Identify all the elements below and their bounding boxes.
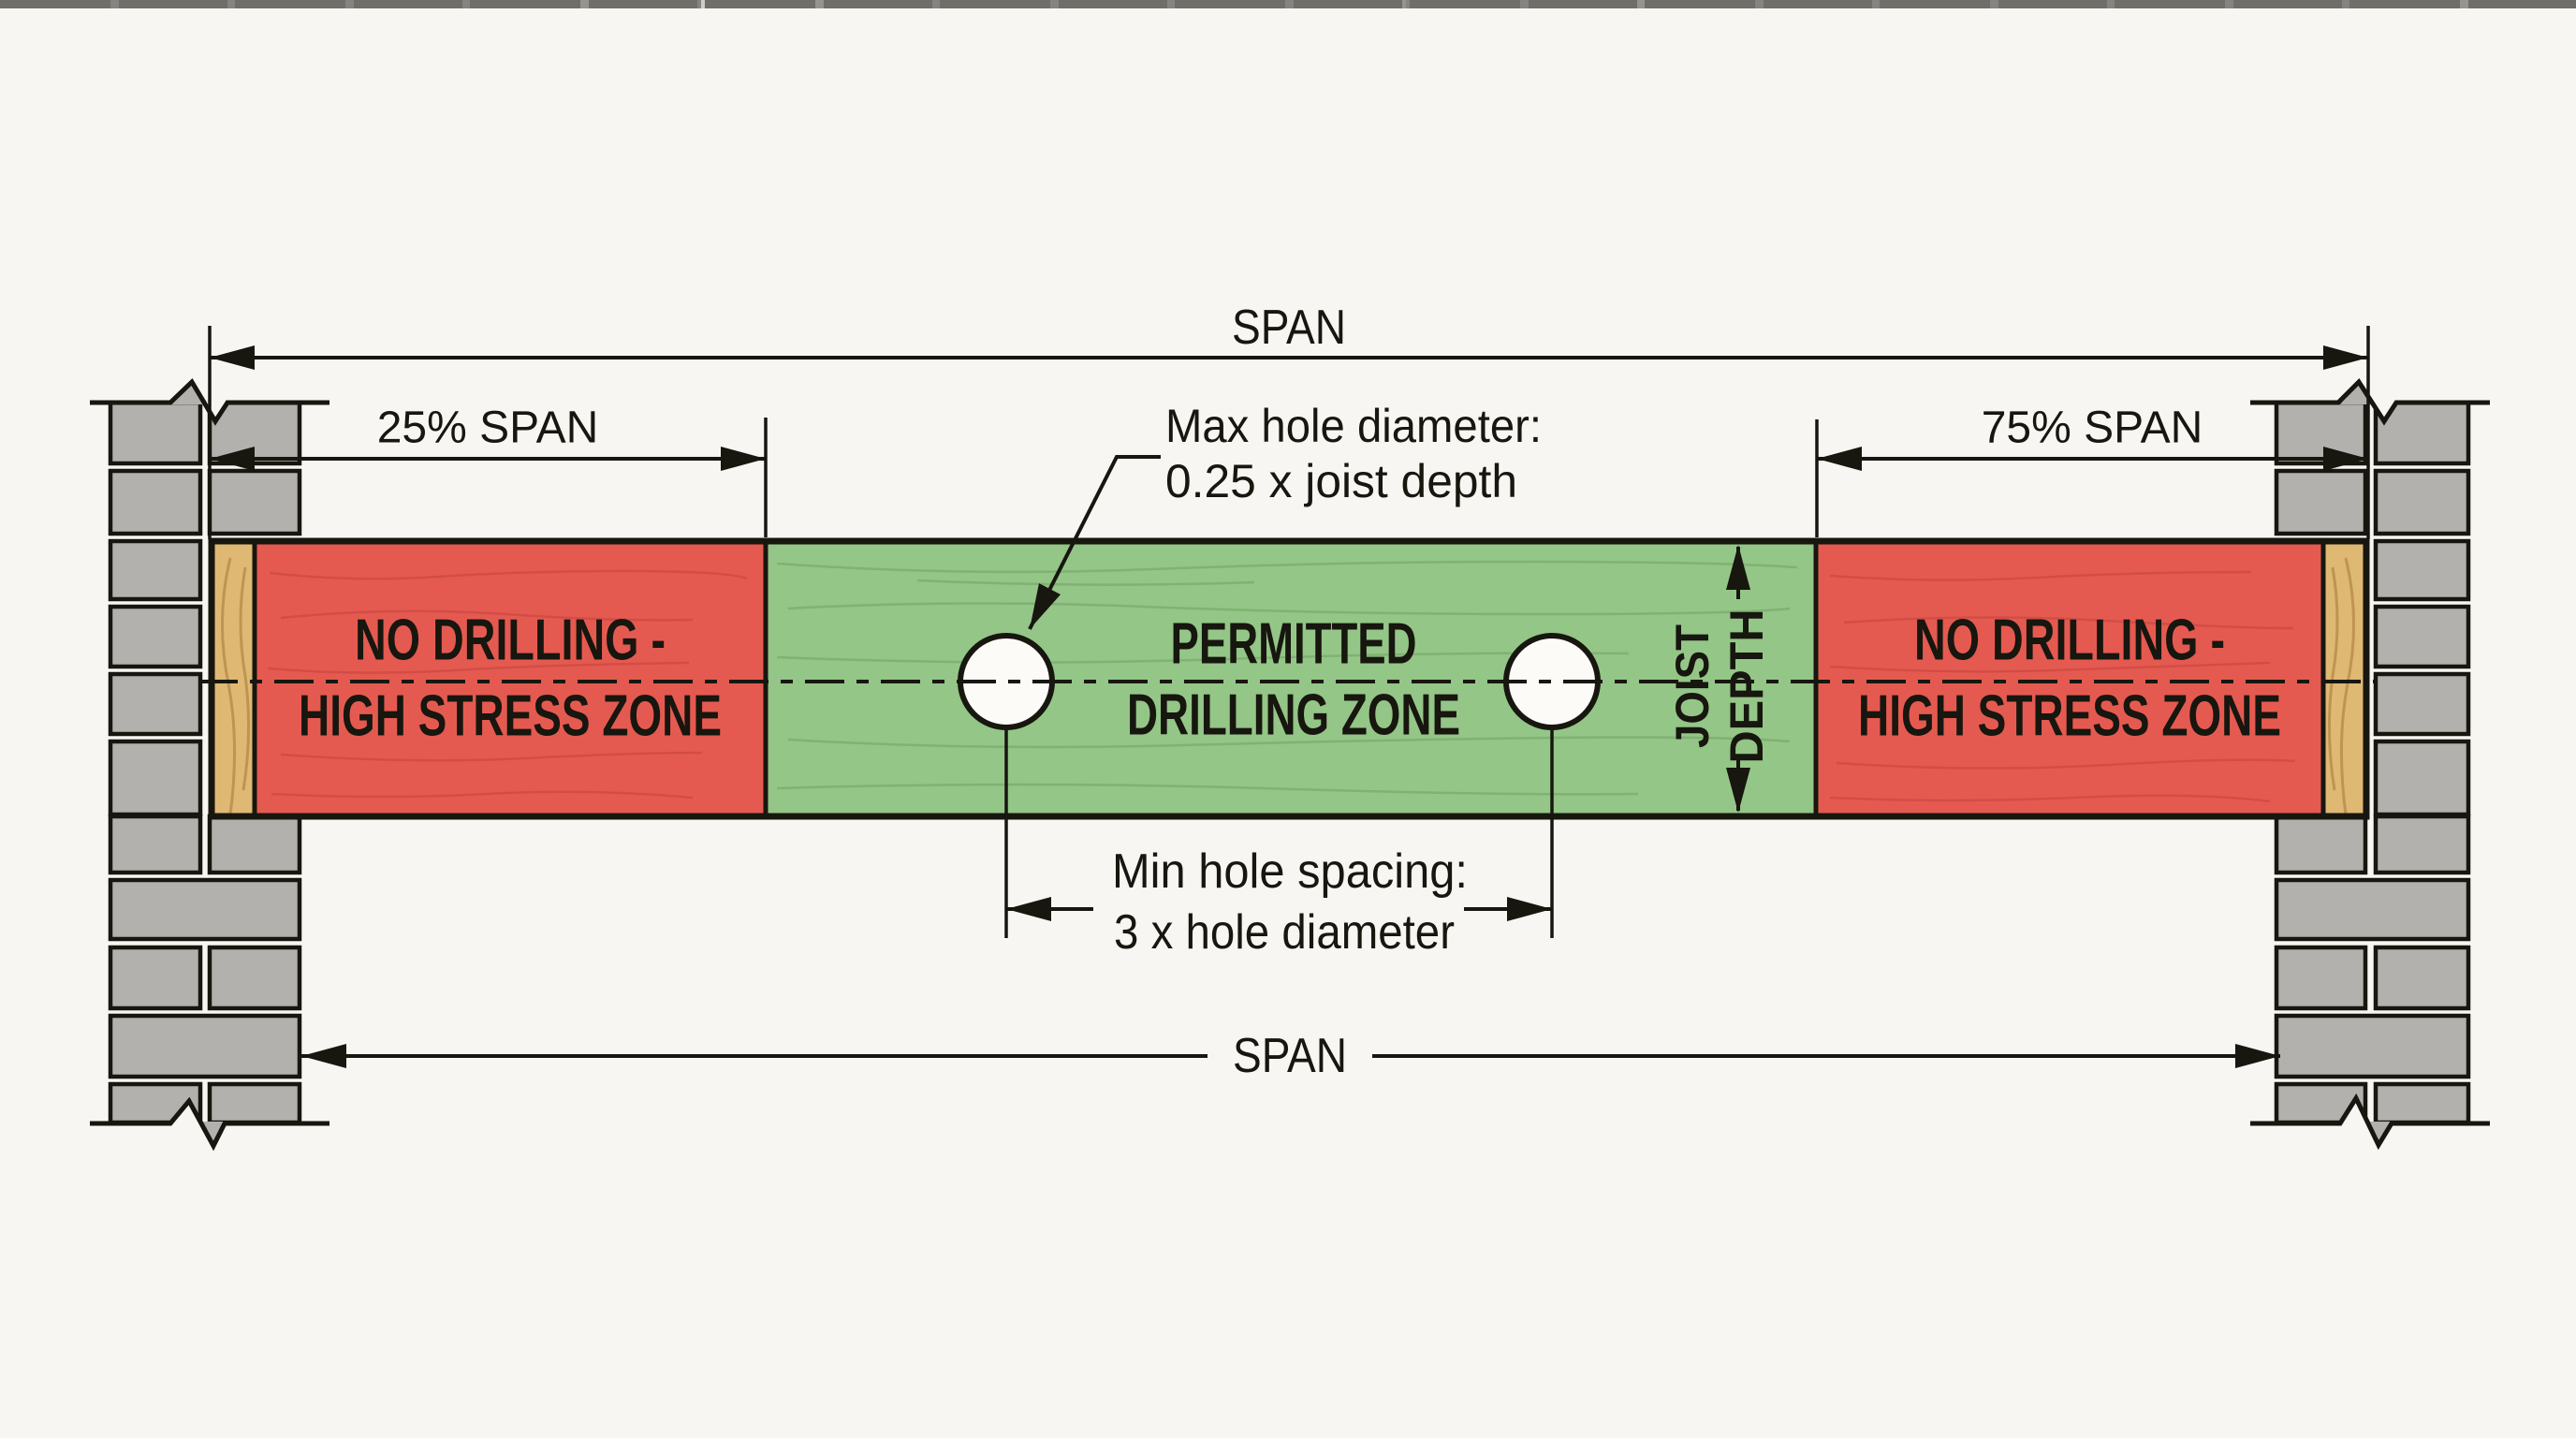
permitted-drilling-zone: [766, 541, 1816, 816]
three-quarter-span-dimension: 75% SPAN: [1815, 404, 2368, 537]
wall-break-line-top-right: [2250, 378, 2490, 426]
min-spacing-note-line1: Min hole spacing:: [1112, 844, 1468, 899]
no-drilling-right-label-line1: NO DRILLING -: [1914, 609, 2225, 673]
span-top-label: SPAN: [1232, 301, 1346, 355]
permitted-zone-label-line2: DRILLING ZONE: [1127, 683, 1460, 748]
no-drilling-right-label-line2: HIGH STRESS ZONE: [1858, 684, 2281, 749]
wall-break-peak: [2340, 380, 2380, 419]
joist-end-grain-right: [2323, 541, 2366, 816]
max-hole-note-line2: 0.25 x joist depth: [1165, 455, 1517, 507]
max-hole-diameter-note: Max hole diameter: 0.25 x joist depth: [1028, 400, 1542, 630]
span-bottom-label: SPAN: [1233, 1029, 1347, 1083]
span-dimension-bottom: SPAN: [301, 1029, 2280, 1083]
min-spacing-note-line2: 3 x hole diameter: [1114, 905, 1455, 960]
quarter-span-label: 25% SPAN: [377, 404, 599, 453]
cropped-top-edge-strip: [0, 0, 2576, 8]
joist-outline: [208, 537, 2370, 820]
joist: [198, 537, 2378, 820]
max-hole-note-line1: Max hole diameter:: [1165, 400, 1542, 452]
joist-depth-label-line2: DEPTH: [1720, 609, 1773, 764]
wall-break-peak: [170, 380, 213, 419]
permitted-zone-label-line1: PERMITTED: [1171, 612, 1417, 677]
wall-break-line-top-left: [90, 378, 329, 426]
wall-break-line-bottom-right: [2250, 1093, 2490, 1151]
wall-break-line-bottom-left: [90, 1096, 329, 1152]
no-drilling-zone-right: [1816, 541, 2323, 816]
masonry-wall-right: [2250, 367, 2490, 1163]
joist-depth-label-line1: JOIST: [1666, 624, 1719, 748]
three-quarter-span-label: 75% SPAN: [1982, 404, 2203, 453]
span-dimension-top: SPAN: [208, 301, 2370, 539]
quarter-span-dimension: 25% SPAN: [210, 404, 768, 537]
no-drilling-left-label-line2: HIGH STRESS ZONE: [299, 684, 722, 749]
leader-arrowhead: [1030, 583, 1061, 629]
joist-depth-dimension: JOIST DEPTH: [1666, 545, 1773, 813]
min-hole-spacing-note: Min hole spacing: 3 x hole diameter: [1004, 729, 1554, 960]
no-drilling-left-label-line1: NO DRILLING -: [355, 609, 666, 673]
no-drilling-zone-left: [255, 541, 766, 816]
